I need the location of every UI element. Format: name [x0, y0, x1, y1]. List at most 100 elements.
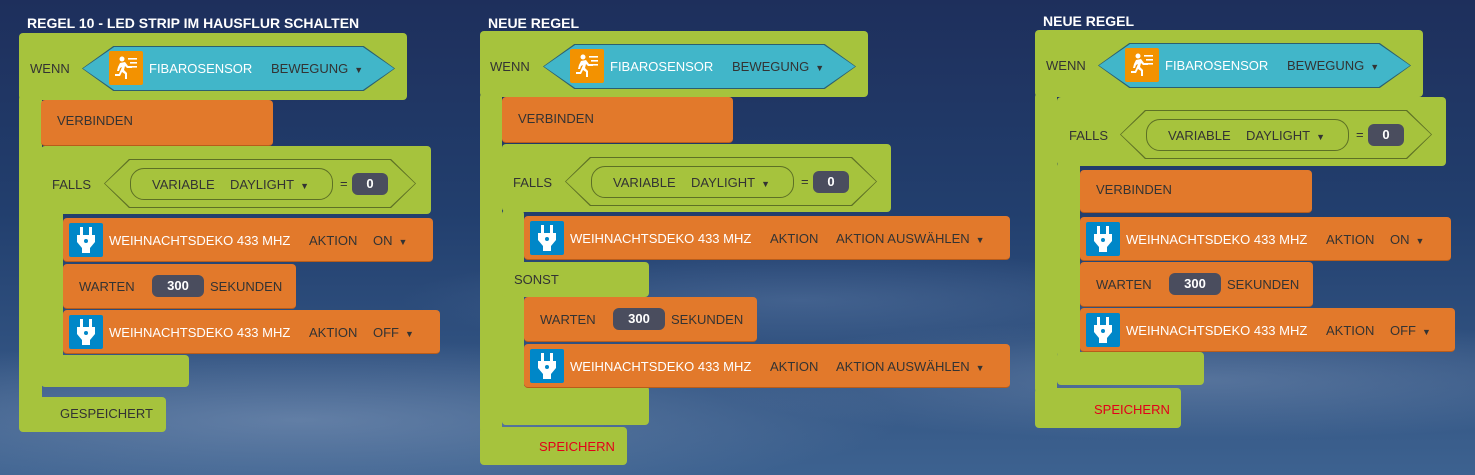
variable-value: DAYLIGHT	[230, 177, 295, 192]
rule-title: NEUE REGEL	[488, 15, 580, 31]
equals-sign: =	[801, 174, 809, 189]
status-label: GESPEICHERT	[60, 406, 153, 421]
when-label: WENN	[490, 59, 530, 74]
sensor-trigger-block[interactable]: FIBAROSENSOR BEWEGUNG ▼	[543, 44, 856, 89]
value-input[interactable]: 0	[352, 173, 388, 195]
connect-block[interactable]: VERBINDEN	[41, 100, 273, 146]
plug-icon	[1086, 222, 1120, 256]
if-label: FALLS	[513, 175, 553, 190]
event-value: BEWEGUNG	[1287, 58, 1365, 73]
wait-label: WARTEN	[1096, 277, 1152, 292]
variable-keyword: VARIABLE	[152, 177, 215, 192]
connect-label: VERBINDEN	[1096, 182, 1172, 197]
equals-sign: =	[1356, 127, 1364, 142]
save-button[interactable]: SPEICHERN	[1035, 388, 1181, 428]
action-dropdown[interactable]: ON ▼	[373, 233, 407, 248]
event-dropdown[interactable]: BEWEGUNG ▼	[271, 61, 363, 76]
event-value: BEWEGUNG	[271, 61, 349, 76]
event-value: BEWEGUNG	[732, 59, 810, 74]
value-input[interactable]: 0	[813, 171, 849, 193]
sensor-trigger-block[interactable]: FIBAROSENSOR BEWEGUNG ▼	[1098, 43, 1411, 88]
sensor-name: FIBAROSENSOR	[149, 61, 253, 76]
plug-icon	[69, 223, 103, 257]
if-label: FALLS	[1069, 128, 1109, 143]
if-bottom	[1057, 352, 1204, 385]
action-value: ON	[373, 233, 393, 248]
connect-block[interactable]: VERBINDEN	[502, 97, 733, 143]
sensor-name: FIBAROSENSOR	[610, 59, 714, 74]
when-arm	[480, 93, 502, 433]
connect-label: VERBINDEN	[518, 111, 594, 126]
plug-icon	[1086, 313, 1120, 347]
if-label: FALLS	[52, 177, 92, 192]
variable-dropdown[interactable]: VARIABLE DAYLIGHT▼	[591, 166, 794, 198]
device-name: WEIHNACHTSDEKO 433 MHZ	[1126, 323, 1308, 338]
chevron-down-icon: ▼	[815, 63, 825, 73]
action-dropdown[interactable]: AKTION AUSWÄHLEN ▼	[836, 359, 985, 374]
device-name: WEIHNACHTSDEKO 433 MHZ	[570, 359, 752, 374]
event-dropdown[interactable]: BEWEGUNG ▼	[732, 59, 824, 74]
seconds-input[interactable]: 300	[1169, 273, 1221, 295]
action-dropdown[interactable]: ON▼	[1390, 232, 1424, 247]
sensor-name: FIBAROSENSOR	[1165, 58, 1269, 73]
when-label: WENN	[30, 61, 70, 76]
seconds-input[interactable]: 300	[152, 275, 204, 297]
plug-icon	[530, 349, 564, 383]
save-button[interactable]: SPEICHERN	[480, 427, 627, 465]
variable-keyword: VARIABLE	[613, 175, 676, 190]
chevron-down-icon: ▼	[300, 181, 309, 191]
variable-dropdown[interactable]: VARIABLE DAYLIGHT ▼	[130, 168, 333, 200]
device-name: WEIHNACHTSDEKO 433 MHZ	[570, 231, 752, 246]
chevron-down-icon: ▼	[1370, 62, 1380, 72]
chevron-down-icon: ▼	[405, 329, 414, 339]
if-bottom	[41, 355, 189, 387]
action-label: AKTION	[309, 233, 358, 248]
save-label: SPEICHERN	[539, 439, 615, 454]
value-input[interactable]: 0	[1368, 124, 1404, 146]
chevron-down-icon: ▼	[975, 363, 985, 373]
else-label: SONST	[514, 272, 559, 287]
variable-name: DAYLIGHT▼	[691, 175, 770, 190]
action-value: OFF	[1390, 323, 1416, 338]
equals-sign: =	[340, 176, 348, 191]
action-label: AKTION	[309, 325, 358, 340]
chevron-down-icon: ▼	[1422, 327, 1431, 337]
seconds-unit: SEKUNDEN	[210, 279, 283, 294]
running-person-icon	[109, 51, 143, 85]
wait-label: WARTEN	[540, 312, 596, 327]
chevron-down-icon: ▼	[975, 235, 985, 245]
sensor-trigger-block[interactable]: FIBAROSENSOR BEWEGUNG ▼	[82, 46, 395, 91]
chevron-down-icon: ▼	[1316, 132, 1325, 142]
device-name: WEIHNACHTSDEKO 433 MHZ	[1126, 232, 1308, 247]
rule-title: NEUE REGEL	[1043, 13, 1135, 29]
save-label: SPEICHERN	[1094, 402, 1170, 417]
action-dropdown[interactable]: AKTION AUSWÄHLEN ▼	[836, 231, 985, 246]
action-value: ON	[1390, 232, 1410, 247]
if-arm	[1057, 162, 1080, 357]
running-person-icon	[1125, 48, 1159, 82]
variable-value: DAYLIGHT	[1246, 128, 1311, 143]
chevron-down-icon: ▼	[354, 65, 364, 75]
action-dropdown[interactable]: OFF ▼	[1390, 323, 1431, 338]
connect-label: VERBINDEN	[57, 113, 133, 128]
action-value: AKTION AUSWÄHLEN	[836, 231, 970, 246]
action-dropdown[interactable]: OFF ▼	[373, 325, 414, 340]
event-dropdown[interactable]: BEWEGUNG ▼	[1287, 58, 1379, 73]
action-value: AKTION AUSWÄHLEN	[836, 359, 970, 374]
chevron-down-icon: ▼	[398, 237, 408, 247]
seconds-input[interactable]: 300	[613, 308, 665, 330]
else-row: SONST	[502, 262, 649, 297]
action-value: OFF	[373, 325, 399, 340]
connect-block[interactable]: VERBINDEN	[1080, 170, 1312, 213]
